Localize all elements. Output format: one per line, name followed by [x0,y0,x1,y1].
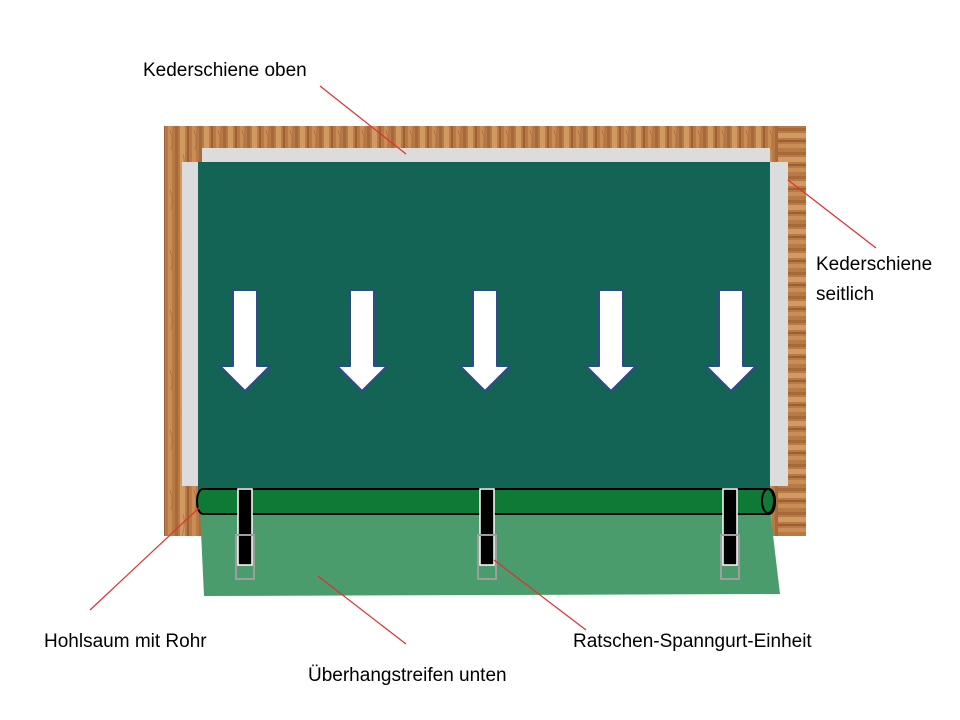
label-hem-tube: Hohlsaum mit Rohr [44,631,207,652]
strap [237,488,253,566]
label-top-rail: Kederschiene oben [143,60,307,81]
label-side-rail-line1: Kederschiene [816,254,933,275]
tension-arrows [219,289,757,392]
ratchet-buckle [720,534,740,580]
ratchet-strap-unit [720,488,740,580]
ratchet-buckle [235,534,255,580]
strap [722,488,738,566]
leader-line-ratchet [493,559,587,631]
leader-line-overhang [317,575,407,645]
label-overhang-strip: Überhangstreifen unten [308,665,507,686]
label-ratchet-unit: Ratschen-Spanngurt-Einheit [573,631,812,652]
down-arrow-icon [585,289,637,392]
top-rail [202,148,770,164]
ratchet-buckle [477,534,497,580]
leader-line-side-rail [787,179,877,249]
label-side-rail: Kederschiene seitlich [816,250,956,310]
down-arrow-icon [705,289,757,392]
side-rail-left [182,162,200,486]
leader-line-top-rail [319,85,407,155]
strap [479,488,495,566]
ratchet-strap-unit [235,488,255,580]
hem-tube-end [761,488,775,514]
side-rail-right [770,162,788,486]
leader-line-hem-tube [89,506,201,611]
down-arrow-icon [219,289,271,392]
label-side-rail-line2: seitlich [816,284,875,305]
ratchet-strap-unit [477,488,497,580]
down-arrow-icon [459,289,511,392]
down-arrow-icon [336,289,388,392]
